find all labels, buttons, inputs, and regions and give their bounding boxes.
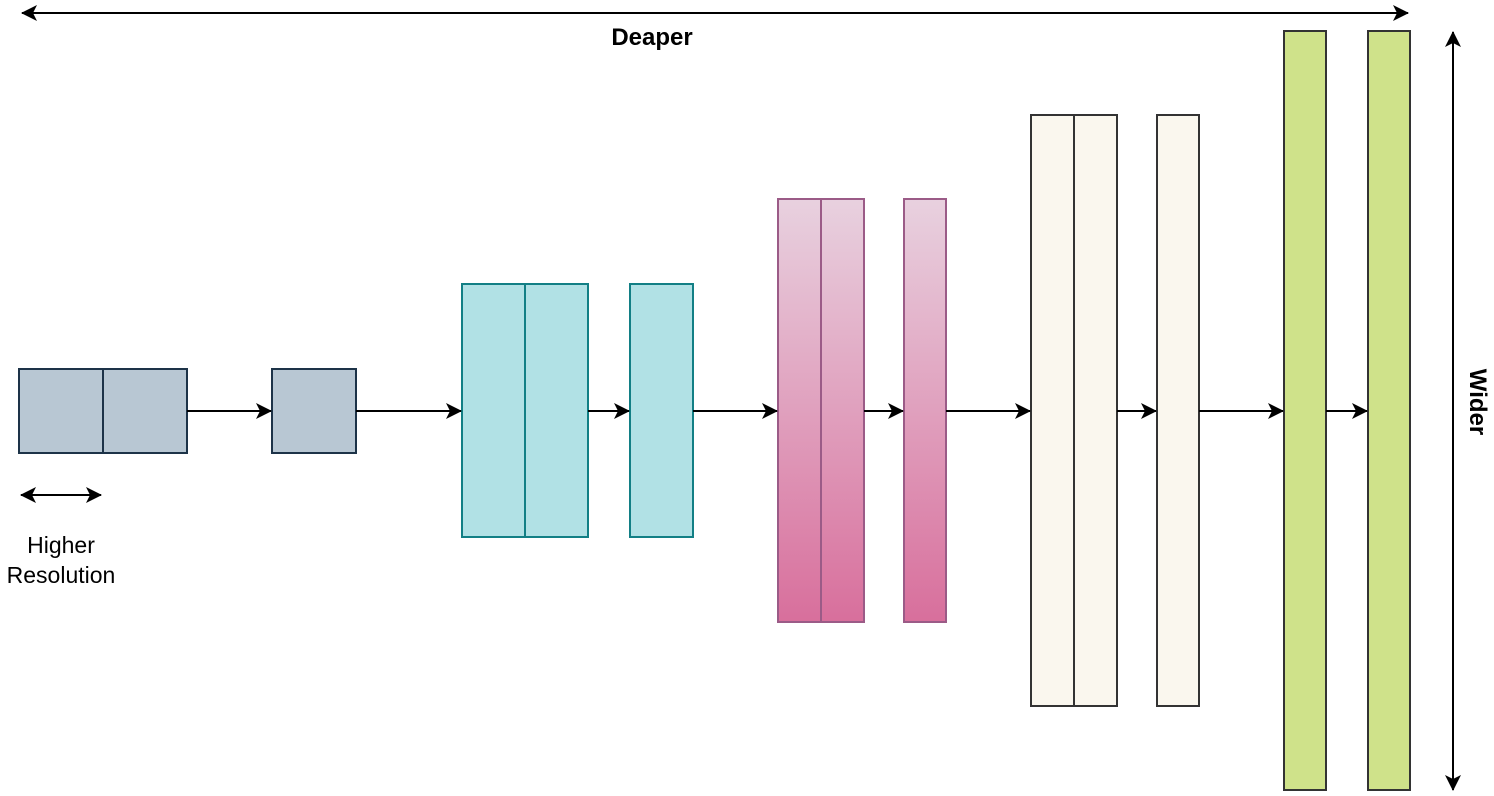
stage-4-block — [1156, 114, 1200, 707]
stage-1-block — [271, 368, 357, 454]
stage-5-block — [1283, 30, 1327, 791]
wider-label: Wider — [1464, 369, 1491, 435]
stage-1-block — [102, 368, 188, 454]
stage-4-block — [1030, 114, 1075, 707]
stage-2-block — [629, 283, 694, 538]
stage-2-block — [524, 283, 589, 538]
stage-3-block — [903, 198, 947, 623]
higher-resolution-label-line1: Higher — [27, 532, 95, 558]
stage-3-block — [820, 198, 865, 623]
stage-1-block — [18, 368, 104, 454]
deeper-label: Deaper — [611, 24, 692, 51]
stage-1 — [18, 368, 357, 454]
stage-4 — [1030, 114, 1200, 707]
stage-5-block — [1367, 30, 1411, 791]
stage-2 — [461, 283, 694, 538]
stage-3-block — [777, 198, 822, 623]
stage-3 — [777, 198, 947, 623]
higher-resolution-label-line2: Resolution — [7, 562, 116, 588]
stage-5 — [1283, 30, 1411, 791]
stage-4-block — [1073, 114, 1118, 707]
stage-2-block — [461, 283, 526, 538]
